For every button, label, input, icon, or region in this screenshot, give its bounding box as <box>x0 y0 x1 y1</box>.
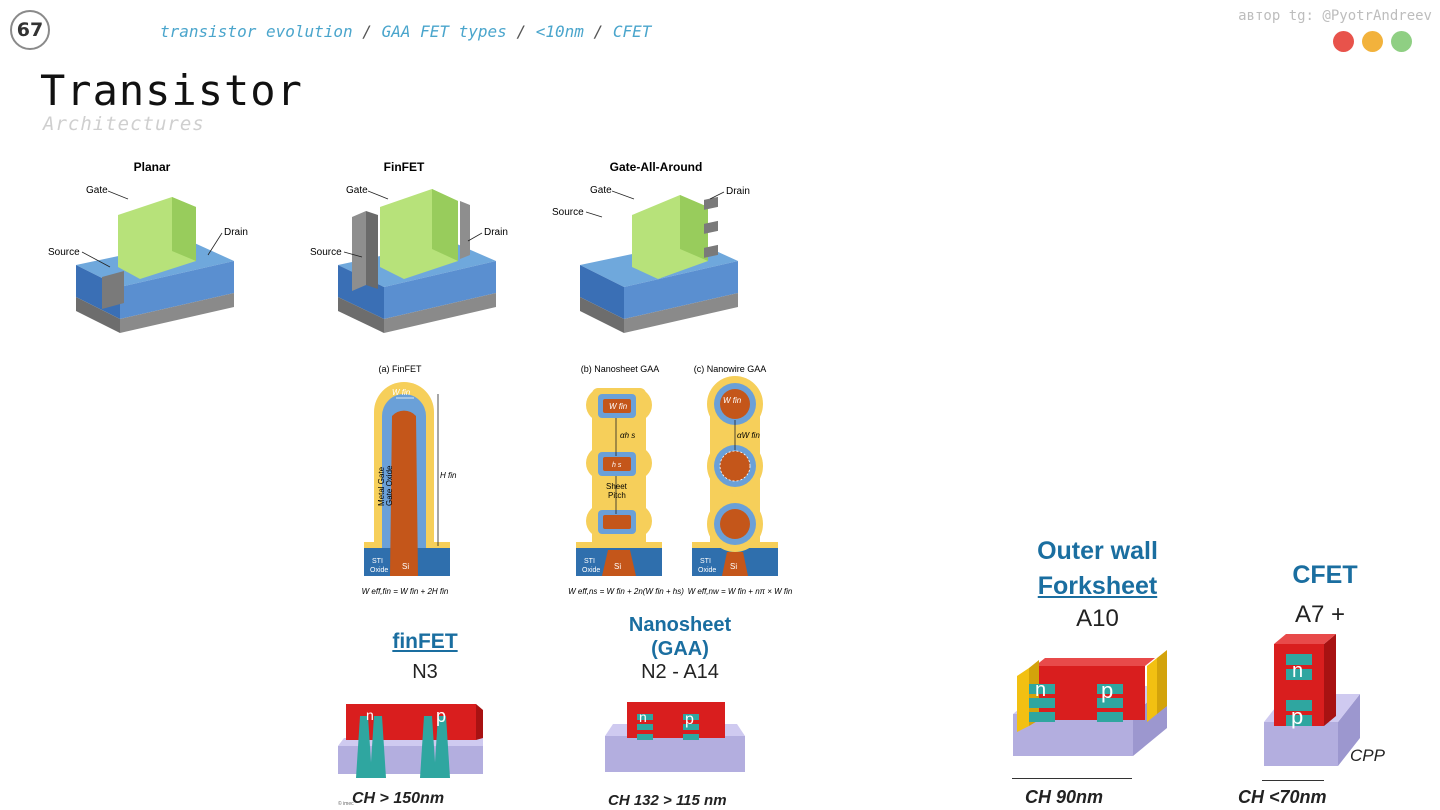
crosssec-a-title: (a) FinFET <box>378 364 422 374</box>
breadcrumb-item-10nm[interactable]: <10nm <box>535 22 584 41</box>
crosssec-b-pitch-label-2: Pitch <box>608 491 626 500</box>
gaa-gate-label: Gate <box>590 185 612 196</box>
cross-section-drawing: (a) FinFET W fin H fin Metal Gate Gate O… <box>362 364 793 596</box>
crosssec-b-w-label: W fin <box>609 402 628 411</box>
imec-credit: © imec <box>338 801 354 807</box>
crosssec-b-pitch-label-1: Sheet <box>606 482 628 491</box>
crosssec-a-h-label: H fin <box>440 471 457 480</box>
finfet-p-label: p <box>436 706 446 726</box>
roadmap-cfet-cpp: CPP <box>1350 746 1385 765</box>
roadmap-cfet-ch: CH <70nm <box>1238 787 1327 807</box>
red-dot-icon[interactable] <box>1333 31 1354 52</box>
gaa-source-label: Source <box>552 207 584 218</box>
nanosheet-device-drawing: n p <box>605 702 745 772</box>
cfet-p-label: p <box>1291 704 1303 729</box>
crosssec-a-si-label: Si <box>402 562 409 571</box>
crosssec-c-sti-label: STI <box>700 558 711 565</box>
planar-drain-label: Drain <box>224 227 248 238</box>
crosssec-b-si-label: Si <box>614 562 621 571</box>
roadmap-finfet-node: N3 <box>412 661 438 683</box>
crosssec-c-formula: W eff,nw = W fin + nπ × W fin <box>688 587 793 596</box>
gaa-drain-label: Drain <box>726 186 750 197</box>
finfet-crosssection <box>364 382 450 576</box>
roadmap-forksheet-ch: CH 90nm <box>1025 787 1104 807</box>
crosssec-b-title: (b) Nanosheet GAA <box>581 364 660 374</box>
cfet-device-drawing: n p <box>1264 634 1360 766</box>
breadcrumb-item-evolution[interactable]: transistor evolution <box>160 22 353 41</box>
crosssec-b-formula: W eff,ns = W fin + 2n(W fin + hs) <box>568 587 684 596</box>
roadmap-nanosheet-device: n p <box>605 700 745 778</box>
finfet-title: FinFET <box>384 160 425 174</box>
crosssec-c-si-label: Si <box>730 562 737 571</box>
slide-number: 67 <box>10 10 50 50</box>
breadcrumb-separator: / <box>593 22 604 41</box>
breadcrumb-item-gaa-types[interactable]: GAA FET types <box>381 22 507 41</box>
finfet-device <box>338 189 496 333</box>
cfet-ch-bar <box>1262 780 1324 781</box>
crosssec-c-oxide-label: Oxide <box>698 567 716 574</box>
nanosheet-n-label: n <box>639 709 647 725</box>
gaa-device <box>580 81 738 333</box>
roadmap-finfet-device: n p <box>338 700 483 780</box>
crosssec-a-sti-label: STI <box>372 558 383 565</box>
crosssec-b-oxide-label: Oxide <box>582 567 600 574</box>
roadmap-forksheet-name-2: Forksheet <box>1037 572 1158 600</box>
roadmap-forksheet-node: A10 <box>1076 605 1119 632</box>
roadmap-finfet-name: finFET <box>392 630 458 653</box>
planar-source-label: Source <box>48 247 80 258</box>
roadmap-forksheet-device: n p <box>1005 640 1170 765</box>
crosssec-a-formula: W eff,fin = W fin + 2H fin <box>362 587 449 596</box>
breadcrumb-item-cfet[interactable]: CFET <box>612 22 652 41</box>
forksheet-device-drawing: n p <box>1013 650 1167 756</box>
crosssec-b-h-label: h s <box>612 462 622 469</box>
nanosheet-crosssection <box>576 388 662 576</box>
cfet-n-label: n <box>1292 660 1303 682</box>
transistor-3d-drawing: Planar Gate Source Drain FinFET Gate Sou… <box>48 81 750 333</box>
crosssec-a-oxide-label: Oxide <box>370 567 388 574</box>
finfet-gate-label: Gate <box>346 185 368 196</box>
forksheet-p-label: p <box>1101 678 1113 703</box>
planar-gate-label: Gate <box>86 185 108 196</box>
crosssec-a-w-label: W fin <box>392 388 411 397</box>
finfet-source-label: Source <box>310 247 342 258</box>
crosssec-c-title: (c) Nanowire GAA <box>694 364 767 374</box>
author-credit: автор tg: @PyotrAndreev <box>1238 8 1432 24</box>
finfet-drain-label: Drain <box>484 227 508 238</box>
page-title: Transistor <box>40 66 303 115</box>
forksheet-ch-bar <box>1012 778 1132 779</box>
forksheet-n-label: n <box>1035 679 1046 701</box>
transistor-3d-figure: Planar Gate Source Drain FinFET Gate Sou… <box>40 81 780 345</box>
finfet-device-drawing: n p <box>338 704 483 778</box>
crosssec-b-ah-label: αh s <box>620 431 635 440</box>
breadcrumb-separator: / <box>362 22 372 41</box>
planar-device <box>76 197 234 333</box>
crosssec-c-aw-label: αW fin <box>737 431 760 440</box>
crosssec-c-w-label: W fin <box>723 396 742 405</box>
roadmap-nanosheet-ch: CH 132 > 115 nm <box>608 792 727 809</box>
breadcrumb-separator: / <box>516 22 527 41</box>
roadmap-nanosheet-name-2: (GAA) <box>651 638 709 660</box>
breadcrumb: transistor evolution / GAA FET types / <… <box>160 22 651 41</box>
roadmap-cfet-device: n p <box>1262 632 1372 772</box>
roadmap-cfet-node: A7 + <box>1294 601 1346 628</box>
nanowire-crosssection <box>692 376 778 576</box>
finfet-n-label: n <box>366 707 374 723</box>
green-dot-icon[interactable] <box>1391 31 1412 52</box>
roadmap-forksheet-name-1: Outer wall <box>1037 537 1158 565</box>
roadmap-cfet-name: CFET <box>1292 561 1358 589</box>
gaa-title: Gate-All-Around <box>610 160 703 174</box>
crosssec-b-sti-label: STI <box>584 558 595 565</box>
planar-title: Planar <box>134 160 171 174</box>
crosssec-a-gate-oxide-label: Gate Oxide <box>385 465 394 506</box>
cross-section-figure: (a) FinFET W fin H fin Metal Gate Gate O… <box>350 358 800 603</box>
roadmap-nanosheet-name-1: Nanosheet <box>628 614 732 636</box>
page-subtitle: Architectures <box>43 113 205 135</box>
roadmap-finfet-ch: CH > 150nm <box>352 790 445 807</box>
nanosheet-p-label: p <box>685 711 694 728</box>
yellow-dot-icon[interactable] <box>1362 31 1383 52</box>
roadmap-nanosheet-node: N2 - A14 <box>641 661 719 683</box>
crosssec-a-metal-gate-label: Metal Gate <box>377 466 386 506</box>
